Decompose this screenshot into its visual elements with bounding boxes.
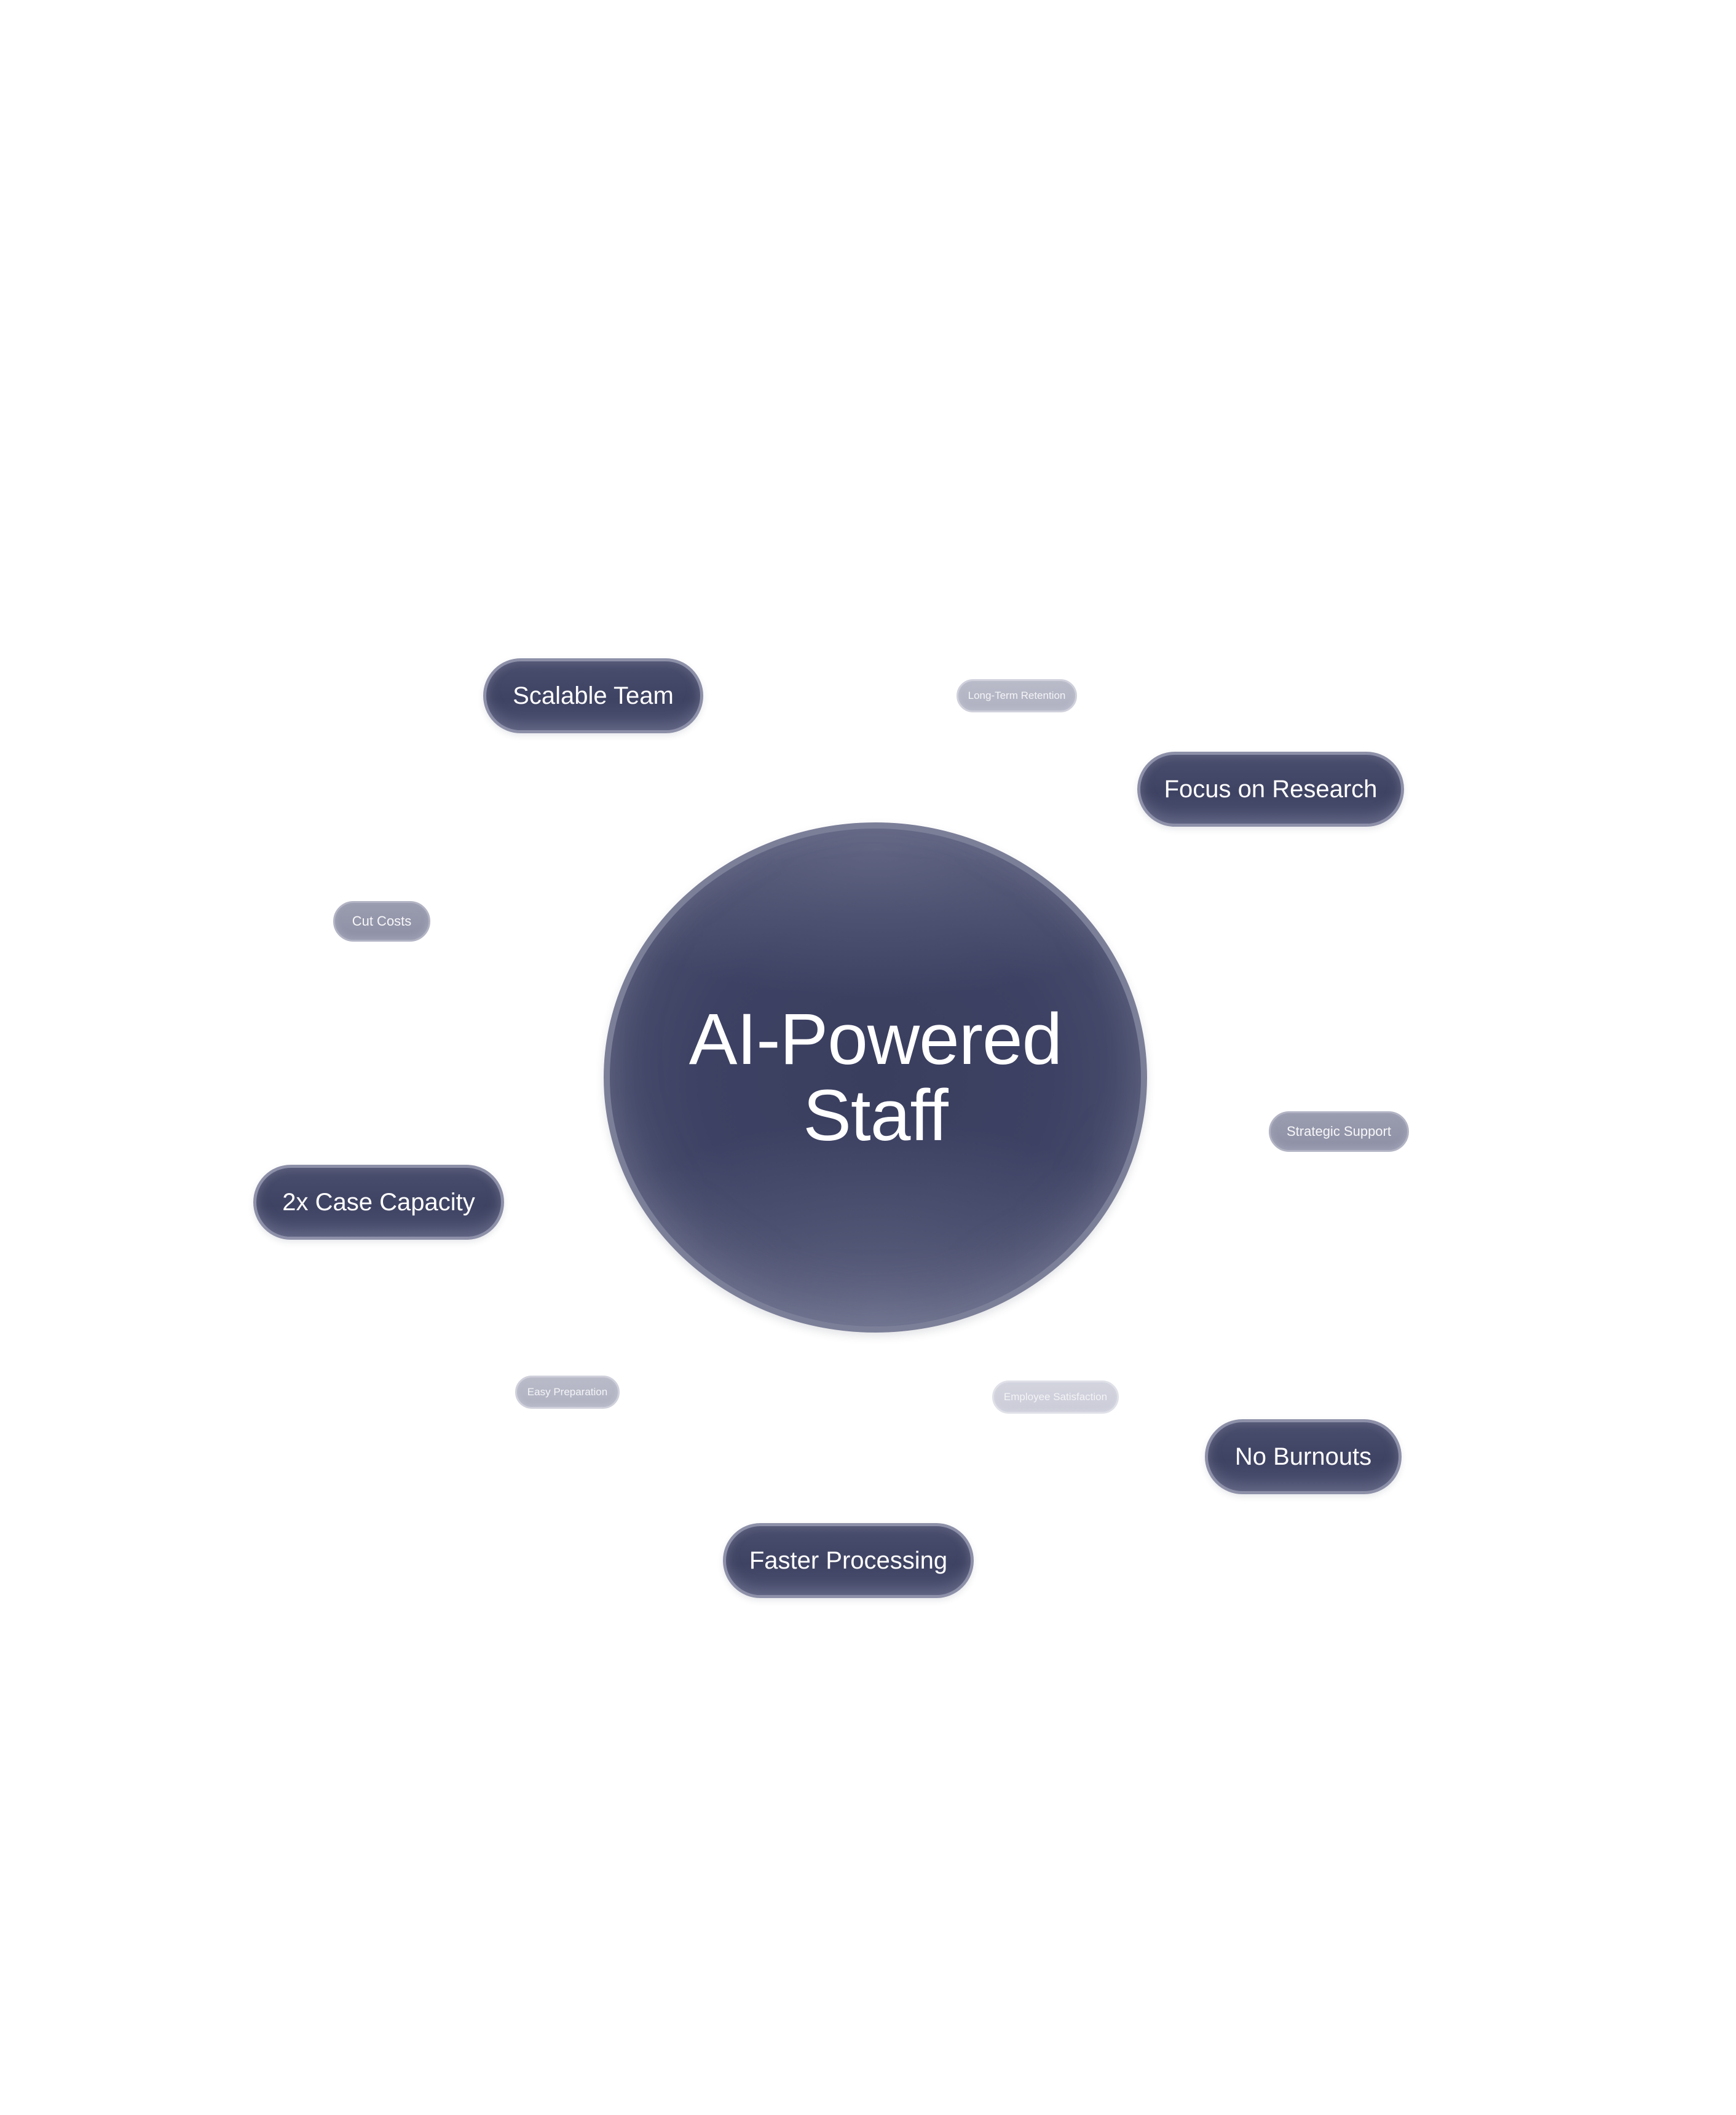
pill-label: Employee Satisfaction [1003, 1391, 1108, 1403]
pill-label: Strategic Support [1287, 1124, 1391, 1139]
pill-scalable-team: Scalable Team [483, 658, 703, 733]
pill-focus-on-research: Focus on Research [1137, 752, 1404, 827]
pill-easy-preparation: Easy Preparation [515, 1376, 620, 1409]
pill-case-capacity: 2x Case Capacity [253, 1165, 504, 1240]
pill-label: Long-Term Retention [968, 690, 1066, 701]
pill-label: 2x Case Capacity [282, 1188, 475, 1216]
pill-label: Scalable Team [513, 682, 674, 709]
pill-faster-processing: Faster Processing [723, 1523, 974, 1598]
hub-title: AI-Powered Staff [688, 999, 1063, 1156]
pill-employee-satisfaction: Employee Satisfaction [992, 1380, 1119, 1414]
pill-no-burnouts: No Burnouts [1205, 1419, 1402, 1494]
hub-circle: AI-Powered Staff [604, 822, 1147, 1333]
pill-label: Cut Costs [352, 913, 412, 929]
pill-long-term-retention: Long-Term Retention [957, 679, 1077, 712]
pill-cut-costs: Cut Costs [333, 901, 430, 942]
pill-strategic-support: Strategic Support [1269, 1111, 1409, 1152]
pill-label: No Burnouts [1234, 1443, 1372, 1470]
pill-label: Easy Preparation [527, 1386, 608, 1398]
pill-label: Focus on Research [1164, 775, 1378, 803]
pill-label: Faster Processing [749, 1546, 948, 1574]
